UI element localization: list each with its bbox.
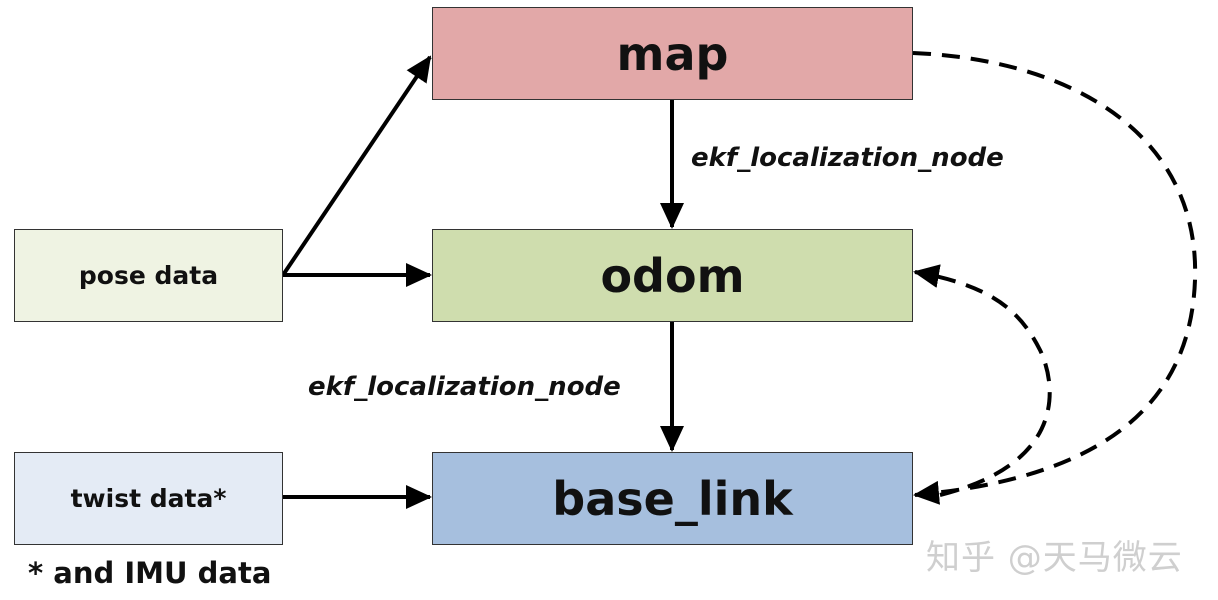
node-twist-data: twist data* [14,452,283,545]
node-base-link-label: base_link [552,471,793,526]
node-odom: odom [432,229,913,322]
arrow-pose-to-map [281,55,432,277]
node-pose-data: pose data [14,229,283,322]
node-map-label: map [616,26,729,81]
edge-label-odom-base: ekf_localization_node [308,372,621,402]
node-pose-data-label: pose data [78,261,219,290]
node-twist-data-label: twist data* [70,484,227,513]
dashed-arrow-map-to-base [912,51,1198,505]
footnote: * and IMU data [28,556,272,590]
edge-label-map-odom: ekf_localization_node [691,143,1004,173]
dashed-arrow-base-to-odom [913,264,1052,497]
node-map: map [432,7,913,100]
node-base-link: base_link [432,452,913,545]
node-odom-label: odom [600,248,745,303]
watermark: 知乎 @天马微云 [926,538,1183,578]
